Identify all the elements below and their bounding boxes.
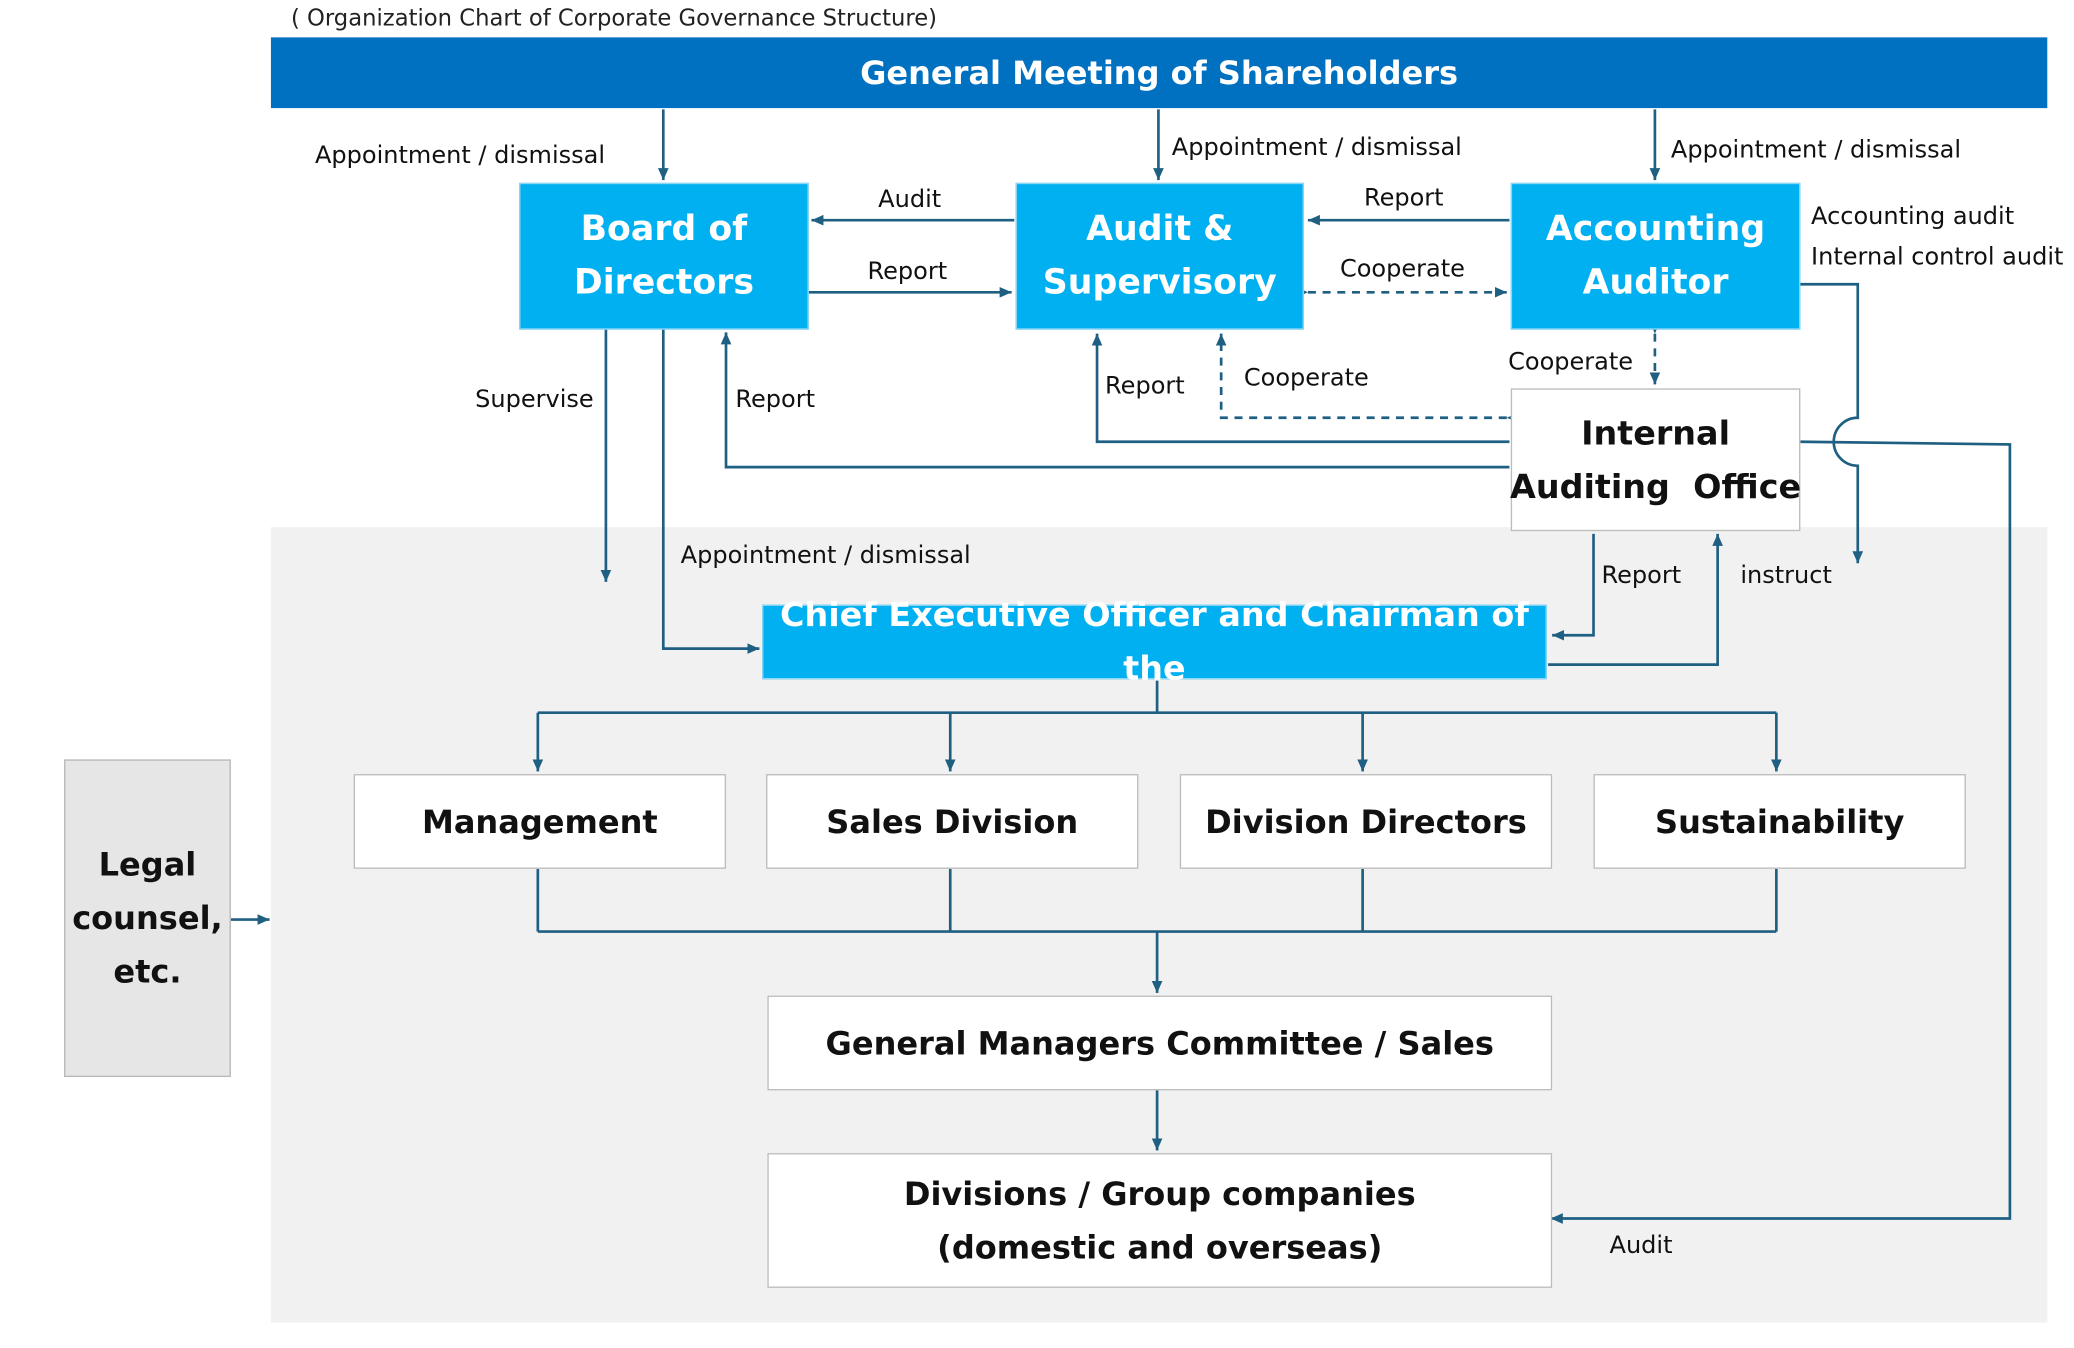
legal-line1: Legal [98, 846, 197, 884]
legal-counsel-box: Legal counsel, etc. [64, 759, 231, 1078]
department-management: Management [353, 774, 727, 869]
audit-supervisory-box: Audit & Supervisory [1015, 182, 1304, 330]
board-of-directors-box: Board of Directors [519, 182, 809, 330]
accounting-auditor-line2: Auditor [1582, 262, 1729, 303]
label-appointment-board: Appointment / dismissal [314, 141, 606, 170]
board-line1: Board of [580, 209, 748, 250]
ceo-box: Chief Executive Officer and Chairman of … [762, 595, 1547, 687]
accounting-auditor-box: Accounting Auditor [1510, 182, 1801, 330]
audit-supervisory-line2: Supervisory [1042, 262, 1277, 303]
label-appointment-accounting: Appointment / dismissal [1670, 136, 1962, 165]
department-division-directors: Division Directors [1179, 774, 1553, 869]
divisions-line1: Divisions / Group companies [903, 1175, 1416, 1213]
gm-committee-label: General Managers Committee / Sales [825, 1024, 1494, 1062]
arrow-cooperate-internal-audit [1215, 333, 1519, 424]
label-cooperate-top: Cooperate [1339, 254, 1465, 283]
label-report-to-audit: Report [1105, 372, 1185, 401]
shareholders-meeting-banner: General Meeting of Shareholders [270, 37, 2048, 109]
department-management-label: Management [421, 802, 658, 841]
divisions-line2: (domestic and overseas) [937, 1228, 1383, 1266]
arrow-internal-report-to-board [720, 332, 1510, 469]
label-internal-control-audit: Internal control audit [1811, 242, 2064, 271]
ceo-label: Chief Executive Officer and Chairman of … [779, 595, 1529, 688]
label-report-to-ceo: Report [1601, 561, 1682, 590]
department-sustainability-label: Sustainability [1655, 802, 1905, 841]
internal-auditing-line1: Internal [1581, 413, 1731, 452]
label-cooperate-mid: Cooperate [1243, 364, 1369, 393]
label-audit-divisions: Audit [1609, 1231, 1673, 1260]
chart-caption: ( Organization Chart of Corporate Govern… [290, 5, 938, 33]
department-division-directors-label: Division Directors [1205, 802, 1527, 841]
arrow-internal-audit-divisions [1550, 440, 2012, 1224]
label-accounting-audit: Accounting audit [1811, 202, 2015, 231]
arrow-ceo-instruct-internal [1548, 533, 1723, 666]
department-sustainability: Sustainability [1593, 774, 1966, 869]
audit-supervisory-line1: Audit & [1086, 209, 1234, 250]
gm-committee-box: General Managers Committee / Sales [767, 995, 1553, 1091]
divisions-group-companies-box: Divisions / Group companies (domestic an… [767, 1153, 1553, 1288]
internal-auditing-line2: Auditing Office [1510, 466, 1802, 506]
arrow-internal-report-to-audit [1091, 333, 1510, 444]
arrow-internal-report-to-ceo [1552, 533, 1595, 641]
board-line2: Directors [573, 262, 755, 303]
arrow-accounting-audit [1800, 282, 1864, 564]
label-appointment-ceo: Appointment / dismissal [680, 541, 971, 570]
label-report-to-board: Report [735, 385, 816, 414]
legal-line2: counsel, [72, 899, 223, 937]
label-accounting-report: Report [1363, 184, 1444, 213]
accounting-auditor-line1: Accounting [1545, 209, 1766, 250]
department-sales-division-label: Sales Division [826, 802, 1079, 841]
shareholders-meeting-label: General Meeting of Shareholders [860, 54, 1459, 92]
label-instruct: instruct [1740, 561, 1832, 590]
internal-auditing-office-box: Internal Auditing Office [1510, 388, 1802, 532]
arrow-board-appoints-ceo [661, 329, 760, 654]
label-supervise: Supervise [475, 385, 594, 414]
label-cooperate-right: Cooperate [1508, 348, 1634, 377]
label-appointment-audit: Appointment / dismissal [1171, 133, 1462, 162]
label-board-report: Report [867, 257, 948, 286]
department-sales-division: Sales Division [766, 774, 1139, 869]
label-audit-to-board: Audit [878, 185, 942, 214]
legal-line3: etc. [113, 952, 182, 991]
